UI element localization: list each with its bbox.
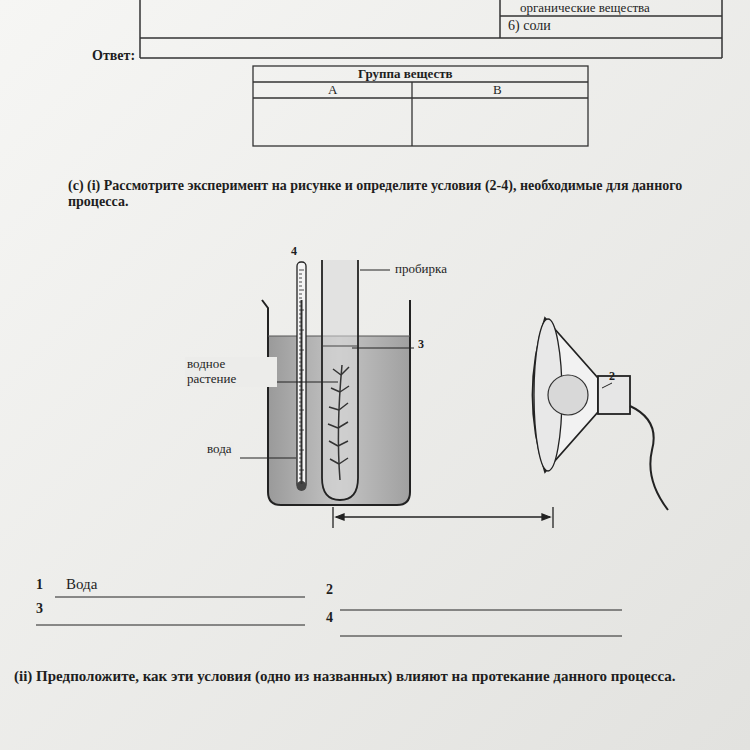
thermometer xyxy=(297,262,307,491)
distance-scale xyxy=(333,507,553,528)
answer-number: 1 xyxy=(36,577,43,593)
answer-text: Вода xyxy=(66,576,97,593)
answer-number: 3 xyxy=(36,601,43,617)
table-header: A xyxy=(328,83,337,98)
tube-water-level xyxy=(323,346,357,347)
answer-heading: Ответ: xyxy=(92,48,135,64)
part-label: водное растение xyxy=(185,357,277,387)
answer-lines xyxy=(36,597,622,636)
answer-table xyxy=(253,66,588,146)
answer-number: 4 xyxy=(326,610,333,626)
table-cell: органические вещества xyxy=(520,1,650,16)
question-text: (c) (i) Рассмотрите эксперимент на рисун… xyxy=(68,178,743,210)
table-header: B xyxy=(493,83,502,98)
question-text: (ii) Предположите, как эти условия (одно… xyxy=(14,668,729,685)
table-cell: 6) соли xyxy=(508,18,551,34)
top-table xyxy=(140,0,722,58)
callout-number: 2 xyxy=(609,370,615,384)
answer-number: 2 xyxy=(326,582,333,598)
test-tube xyxy=(322,260,358,500)
part-label: вода xyxy=(205,442,234,457)
lamp xyxy=(533,318,669,510)
callout-number: 3 xyxy=(418,338,424,352)
callout-number: 4 xyxy=(291,245,297,259)
leader-lines xyxy=(240,270,612,458)
part-label: пробирка xyxy=(393,262,449,277)
table-header: Группа веществ xyxy=(358,67,453,82)
